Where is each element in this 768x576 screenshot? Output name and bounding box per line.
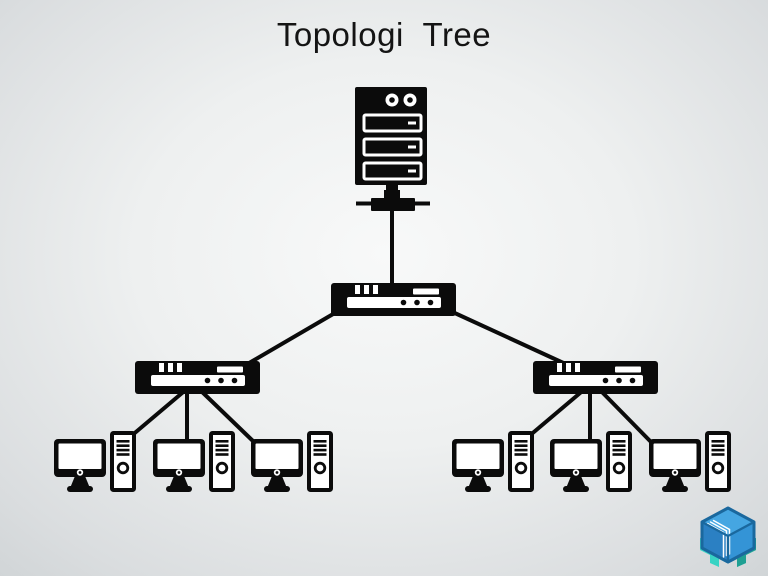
edge-leftswitch-pc3 bbox=[196, 386, 256, 444]
right-switch-icon bbox=[533, 361, 658, 394]
brand-logo-cube-icon bbox=[700, 506, 756, 567]
edge-mainswitch-leftswitch bbox=[242, 308, 342, 368]
pc-1-icon bbox=[52, 431, 136, 494]
pc-4-icon bbox=[450, 431, 534, 494]
network-tap-icon bbox=[356, 183, 430, 211]
pc-6-icon bbox=[647, 431, 731, 494]
pc-2-icon bbox=[151, 431, 235, 494]
left-switch-icon bbox=[135, 361, 260, 394]
edge-rightswitch-pc6 bbox=[596, 386, 654, 445]
server-icon bbox=[355, 87, 427, 185]
page-title: Topologi Tree bbox=[276, 16, 492, 53]
connection-lines bbox=[128, 208, 654, 445]
edge-leftswitch-pc1 bbox=[128, 386, 190, 439]
pc-3-icon bbox=[249, 431, 333, 494]
edge-rightswitch-pc4 bbox=[526, 386, 588, 439]
edge-mainswitch-rightswitch bbox=[445, 307, 571, 368]
pc-5-icon bbox=[548, 431, 632, 494]
main-switch-icon bbox=[331, 283, 456, 316]
